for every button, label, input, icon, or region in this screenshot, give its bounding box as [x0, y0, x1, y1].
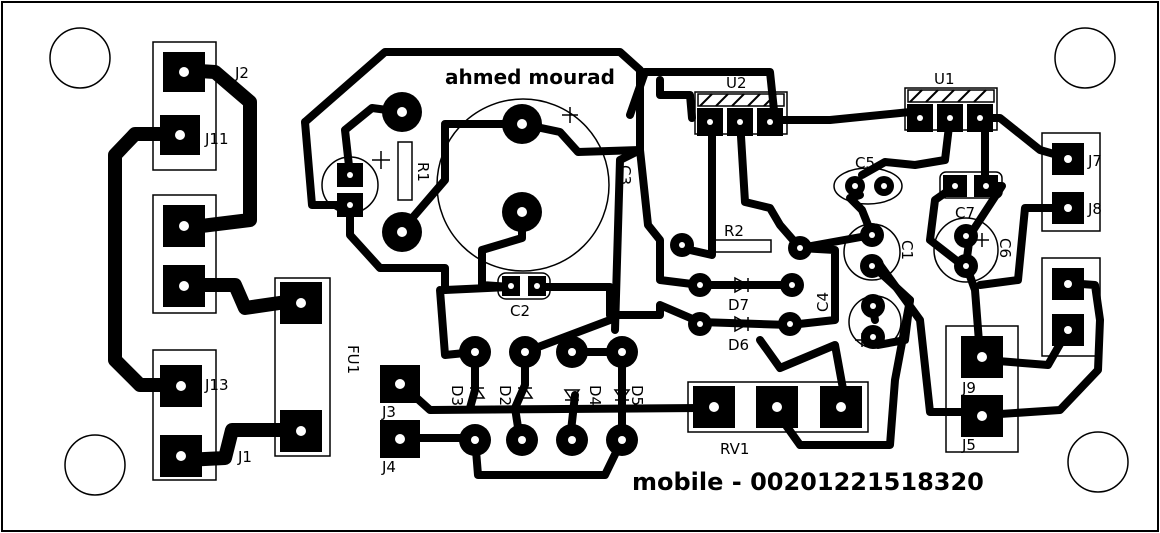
label-c7: C7 [955, 204, 975, 222]
label-d7: D7 [728, 296, 749, 314]
label-j5: J5 [961, 436, 976, 454]
label-rv1: RV1 [720, 440, 749, 458]
label-c3: C3 [616, 165, 634, 185]
label-d2: D2 [496, 385, 514, 406]
label-j8: J8 [1087, 200, 1102, 218]
label-fu1: FU1 [344, 345, 362, 374]
label-d3: D3 [448, 385, 466, 406]
label-u2: U2 [726, 74, 747, 92]
label-d6: D6 [728, 336, 749, 354]
label-c6: C6 [996, 238, 1014, 258]
label-j3: J3 [381, 403, 396, 421]
regulator-tabs [697, 89, 995, 107]
label-d5: D5 [628, 385, 646, 406]
label-j9: J9 [961, 379, 976, 397]
label-j1: J1 [237, 448, 252, 466]
contact-text: mobile - 00201221518320 [632, 468, 984, 496]
mounting-hole-br [1067, 431, 1129, 493]
label-j4: J4 [381, 458, 396, 476]
label-d4: D4 [586, 385, 604, 406]
pads [160, 52, 1084, 477]
label-j11: J11 [204, 130, 229, 148]
mounting-hole-tl [49, 27, 111, 89]
label-j13: J13 [204, 376, 229, 394]
label-c5: C5 [855, 154, 875, 172]
label-c2: C2 [510, 302, 530, 320]
diode-symbols [468, 276, 750, 402]
label-j7: J7 [1087, 152, 1102, 170]
label-r2: R2 [724, 222, 744, 240]
designer-text: ahmed mourad [445, 65, 615, 89]
label-r1: R1 [414, 162, 432, 182]
mounting-hole-tr [1054, 27, 1116, 89]
mounting-hole-bl [64, 434, 126, 496]
label-j2: J2 [234, 64, 249, 82]
label-c4: C4 [814, 292, 832, 312]
label-c1: C1 [898, 240, 916, 260]
polarity-marks [372, 107, 989, 347]
label-u1: U1 [934, 70, 955, 88]
